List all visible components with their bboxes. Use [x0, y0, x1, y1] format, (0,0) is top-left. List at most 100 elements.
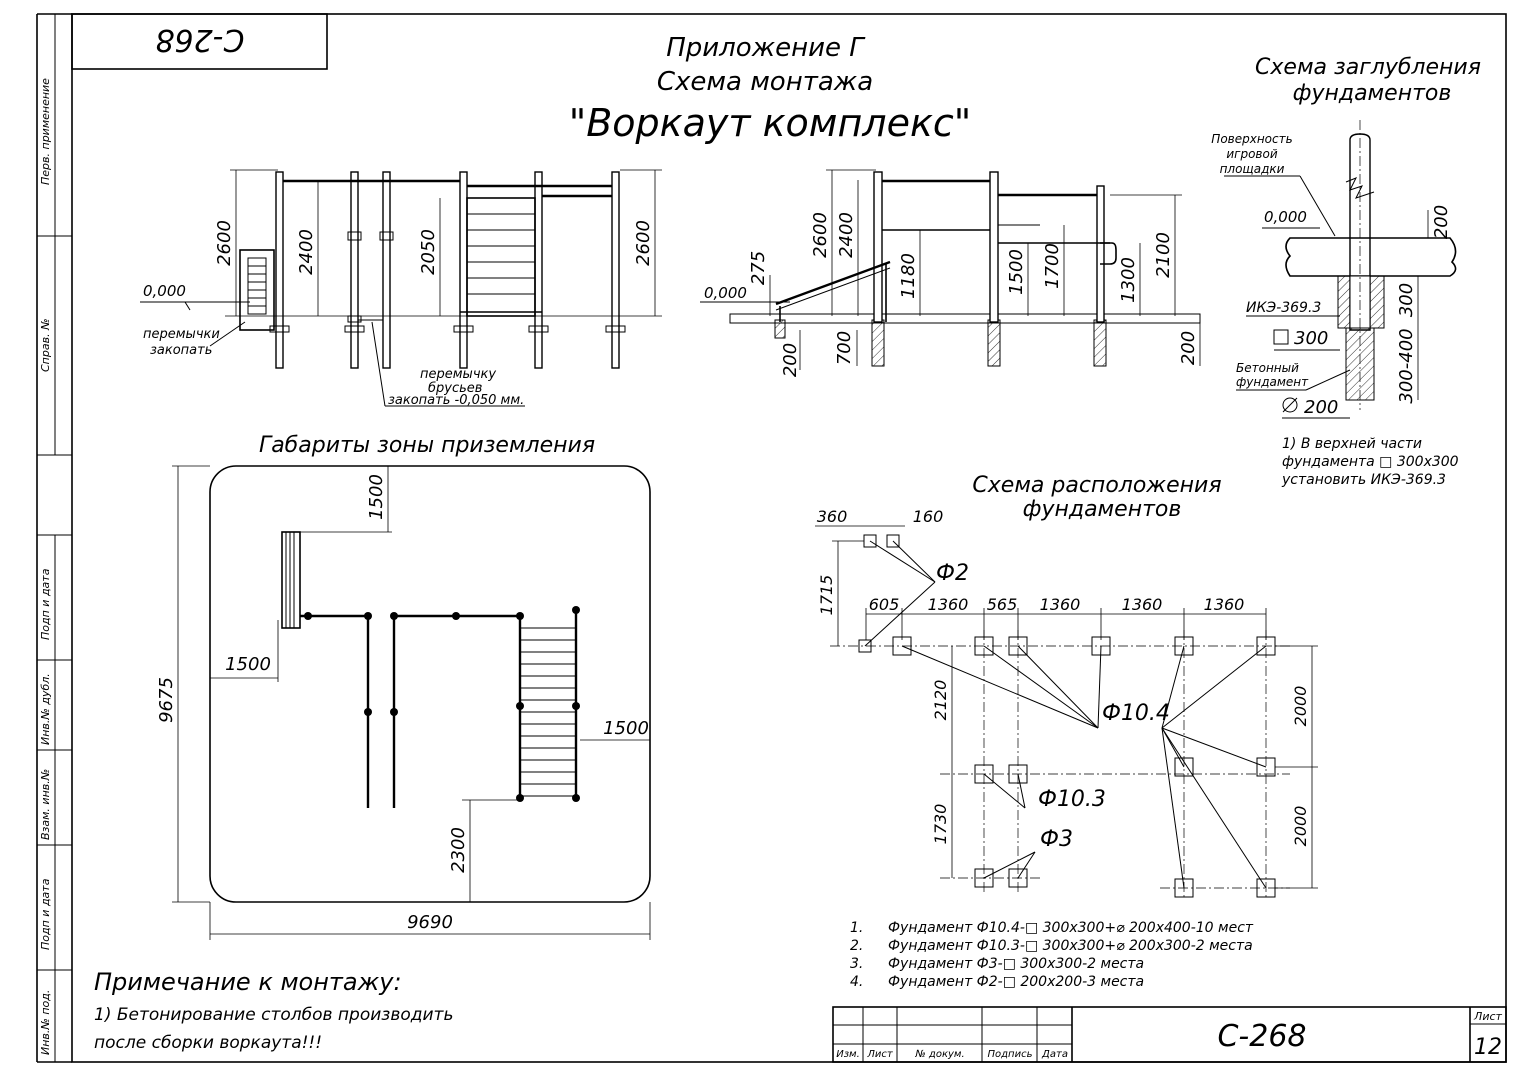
stamp-ref-no: Справ. №: [39, 318, 52, 372]
foundation-layout: Схема расположения фундаментов: [815, 473, 1318, 990]
layout-dim-360: 360: [817, 507, 848, 526]
mounting-note-title: Примечание к монтажу:: [94, 968, 402, 996]
tb-header-change: Изм.: [836, 1049, 860, 1060]
layout-dim-605: 605: [869, 595, 900, 614]
depth-surface-3: площадки: [1220, 162, 1285, 176]
depth-title-1: Схема заглубления: [1255, 55, 1481, 80]
side-dim-1180: 1180: [898, 253, 919, 299]
side-dim-2400: 2400: [836, 212, 857, 258]
depth-concrete-2: фундамент: [1236, 375, 1309, 389]
landing-dim-left: 1500: [225, 654, 271, 675]
title-block-stamp: Изм. Лист № докум. Подпись Дата С-268 Ли…: [832, 1006, 1507, 1063]
layout-label-f3: Ф3: [1040, 827, 1073, 852]
tb-code: С-268: [1217, 1019, 1306, 1054]
layout-dim-2000-a: 2000: [1291, 686, 1310, 727]
title-line-2: Схема монтажа: [657, 67, 873, 97]
legend-num-4: 4.: [850, 974, 863, 990]
depth-scheme: Схема заглубления фундаментов Поверхност…: [1211, 55, 1481, 488]
depth-note-2: фундамента □ 300х300: [1282, 454, 1459, 470]
tb-header-date: Дата: [1041, 1049, 1068, 1060]
front-dim-2050: 2050: [418, 229, 439, 275]
landing-dim-right: 1500: [603, 718, 649, 739]
layout-dim-160: 160: [913, 507, 944, 526]
layout-dim-1715: 1715: [817, 575, 836, 616]
layout-dim-1360-a: 1360: [928, 595, 969, 614]
mounting-note-line-1: 1) Бетонирование столбов производить: [94, 1005, 453, 1025]
side-dim-1700: 1700: [1042, 243, 1063, 289]
depth-dim-300-400: 300-400: [1396, 328, 1417, 403]
mounting-note: Примечание к монтажу: 1) Бетонирование с…: [94, 968, 453, 1053]
side-zero-level: 0,000: [704, 284, 747, 302]
front-note-left-2: закопать: [150, 343, 212, 358]
legend-num-2: 2.: [850, 938, 863, 954]
layout-dim-565: 565: [987, 595, 1018, 614]
layout-dim-1360-d: 1360: [1204, 595, 1245, 614]
landing-zone: Габариты зоны приземления: [156, 433, 651, 940]
layout-dim-2120: 2120: [931, 680, 950, 721]
layout-label-f10-4: Ф10.4: [1102, 701, 1170, 726]
stamp-orig-inv: Инв.№ под.: [39, 990, 52, 1055]
title-line-1: Приложение Г: [666, 33, 866, 63]
layout-label-f10-3: Ф10.3: [1038, 787, 1106, 812]
layout-label-f2: Ф2: [936, 561, 969, 586]
layout-dim-1360-b: 1360: [1040, 595, 1081, 614]
side-dim-700: 700: [834, 331, 855, 365]
title-line-3: "Воркаут комплекс": [569, 101, 972, 145]
front-note-left-1: перемычки: [143, 327, 220, 342]
stamp-first-use: Перв. применение: [39, 78, 52, 185]
front-dim-2600-right: 2600: [633, 220, 654, 266]
layout-dim-2000-b: 2000: [1291, 806, 1310, 847]
landing-title: Габариты зоны приземления: [259, 433, 595, 458]
front-dim-2600-left: 2600: [214, 220, 235, 266]
side-dim-200-right: 200: [1178, 331, 1199, 365]
side-dim-1500: 1500: [1006, 249, 1027, 295]
depth-square-icon: [1273, 329, 1289, 345]
side-dim-2600: 2600: [810, 212, 831, 258]
side-dim-200-left: 200: [780, 343, 801, 377]
tb-header-doc-no: № докум.: [914, 1049, 964, 1060]
sheet-frame: [36, 13, 1507, 1063]
depth-zero-level: 0,000: [1264, 208, 1307, 226]
stamp-sign-date-1: Подп и дата: [39, 568, 52, 640]
front-zero-level: 0,000: [143, 282, 186, 300]
tb-sheet-label: Лист: [1473, 1010, 1502, 1023]
front-note-bottom-2: брусьев: [428, 381, 482, 396]
depth-diameter-icon: [1282, 397, 1298, 413]
layout-dim-1730: 1730: [931, 804, 950, 845]
landing-dim-bottom: 2300: [448, 827, 469, 873]
depth-note-3: установить ИКЭ-369.3: [1281, 472, 1446, 488]
depth-ike-label: ИКЭ-369.3: [1246, 300, 1321, 316]
depth-dim-200: 200: [1431, 205, 1452, 239]
tb-header-signature: Подпись: [988, 1049, 1033, 1060]
tb-header-sheet: Лист: [866, 1049, 894, 1060]
depth-surface-2: игровой: [1226, 147, 1277, 161]
side-dim-275: 275: [748, 251, 769, 285]
layout-dim-1360-c: 1360: [1122, 595, 1163, 614]
front-note-bottom-1: перемычку: [420, 367, 496, 382]
legend-text-1: Фундамент Ф10.4-□ 300х300+⌀ 200х400-10 м…: [888, 920, 1254, 936]
depth-note-1: 1) В верхней части: [1282, 436, 1422, 452]
top-code-text: С-268: [155, 22, 244, 57]
stamp-sign-date-2: Подп и дата: [39, 878, 52, 950]
title-block: Приложение Г Схема монтажа "Воркаут комп…: [569, 33, 972, 145]
tb-sheet-number: 12: [1474, 1035, 1502, 1060]
layout-title-1: Схема расположения: [972, 473, 1221, 498]
legend-text-4: Фундамент Ф2-□ 200х200-3 места: [888, 974, 1144, 990]
front-view: 0,000: [140, 169, 662, 408]
landing-zone-outline: [209, 465, 651, 903]
landing-dim-top: 1500: [366, 474, 387, 520]
landing-dim-height: 9675: [156, 677, 177, 723]
stamp-dup-inv: Инв.№ дубл.: [39, 673, 52, 745]
layout-title-2: фундаментов: [1023, 497, 1182, 522]
side-stamp: Перв. применение Справ. № Подп и дата Ин…: [39, 78, 52, 1055]
legend-text-2: Фундамент Ф10.3-□ 300х300+⌀ 200х300-2 ме…: [888, 938, 1253, 954]
legend-num-3: 3.: [850, 956, 863, 972]
legend-num-1: 1.: [850, 920, 863, 936]
depth-dim-300: 300: [1396, 283, 1417, 317]
stamp-repl-inv: Взам. инв.№: [39, 769, 52, 840]
front-note-bottom-3: закопать -0,050 мм.: [388, 393, 524, 408]
side-view: 0,000 275: [700, 169, 1201, 377]
front-dim-2400: 2400: [296, 229, 317, 275]
depth-surface-1: Поверхность: [1211, 132, 1292, 146]
